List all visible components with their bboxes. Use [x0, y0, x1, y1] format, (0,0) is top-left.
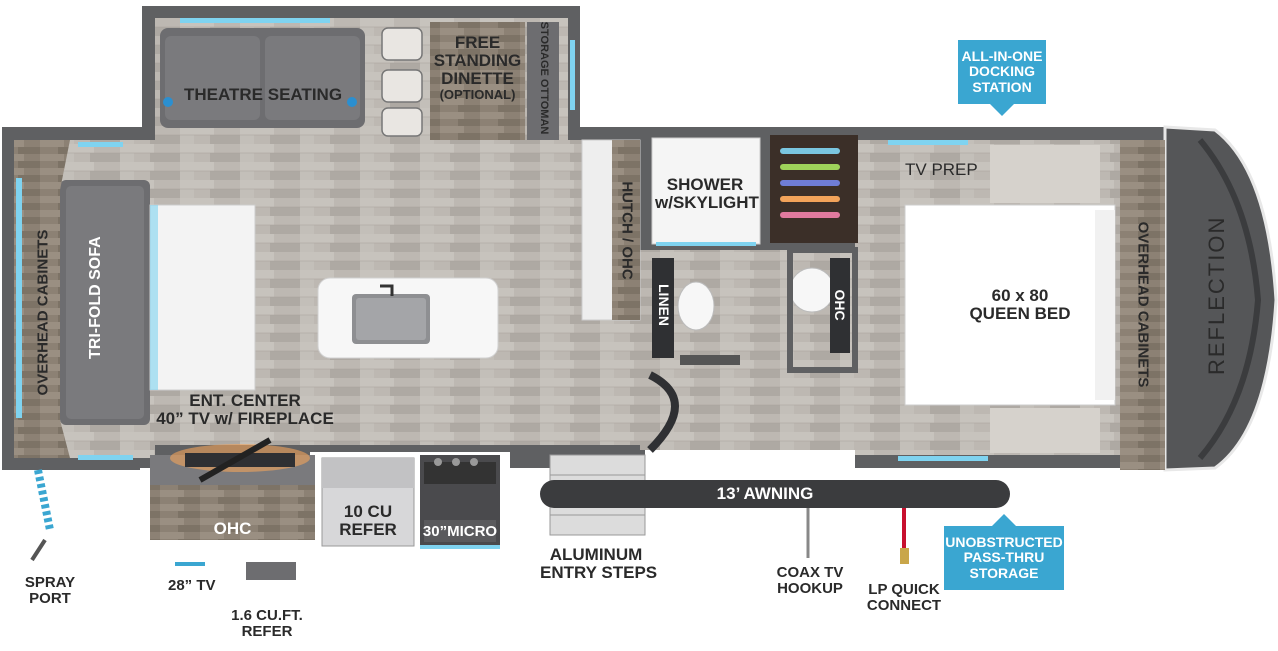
linen-label: LINEN [656, 284, 672, 326]
overhead-cabinets-left-label: OVERHEAD CABINETS [34, 229, 52, 396]
shower-label: SHOWER w/SKYLIGHT [655, 175, 759, 212]
dinette-table [430, 22, 525, 140]
ohc-bath [830, 258, 850, 353]
hutch-ohc-label: HUTCH / OHC [618, 181, 636, 280]
tv-prep-label: TV PREP [905, 160, 978, 179]
ohc-kitchen-label: OHC [213, 519, 252, 538]
tri-fold-sofa-label: TRI-FOLD SOFA [87, 236, 104, 359]
front-cap [1163, 125, 1278, 472]
overhead-cabinets-right [1120, 140, 1165, 470]
queen-bed [904, 204, 1116, 406]
storage-badge-pointer-icon [992, 514, 1016, 526]
storage-ottoman-label: STORAGE OTTOMAN [538, 21, 550, 135]
awning [540, 480, 1010, 508]
overhead-cabinets-left [14, 140, 70, 458]
storage-ottoman [527, 22, 559, 140]
ohc-bath-label: OHC [832, 289, 848, 321]
docking-station-badge: ALL-IN-ONE DOCKING STATION [958, 40, 1046, 104]
entry-steps-label: ALUMINUM ENTRY STEPS [540, 545, 658, 582]
tv-28-label: 28” TV [168, 577, 216, 594]
refer-label: 10 CU REFER [339, 502, 397, 539]
queen-bed-label: 60 x 80 QUEEN BED [969, 286, 1071, 323]
pass-thru-storage-badge: UNOBSTRUCTED PASS-THRU STORAGE [944, 526, 1064, 590]
awning-label: 13’ AWNING [716, 484, 814, 503]
mini-refer-label: 1.6 CU.FT. REFER [231, 607, 303, 640]
linen-cabinet [652, 258, 674, 358]
spray-port-label: SPRAY PORT [24, 574, 76, 607]
docking-badge-pointer-icon [990, 104, 1014, 116]
coax-label: COAX TV HOOKUP [776, 564, 844, 597]
lp-connect-label: LP QUICK CONNECT [866, 581, 942, 614]
ent-center-label: ENT. CENTER 40” TV w/ FIREPLACE [156, 391, 334, 428]
ohc-kitchen [150, 485, 315, 540]
bath-sink [789, 267, 835, 313]
theatre-seating-label: THEATRE SEATING [184, 85, 343, 104]
overhead-cabinets-right-label: OVERHEAD CABINETS [1134, 221, 1152, 388]
toilet [677, 281, 715, 331]
micro-label: 30”MICRO [422, 523, 498, 540]
dinette-label: FREE STANDING DINETTE (OPTIONAL) [433, 33, 522, 102]
brand-logo: REFLECTION [1204, 215, 1229, 375]
